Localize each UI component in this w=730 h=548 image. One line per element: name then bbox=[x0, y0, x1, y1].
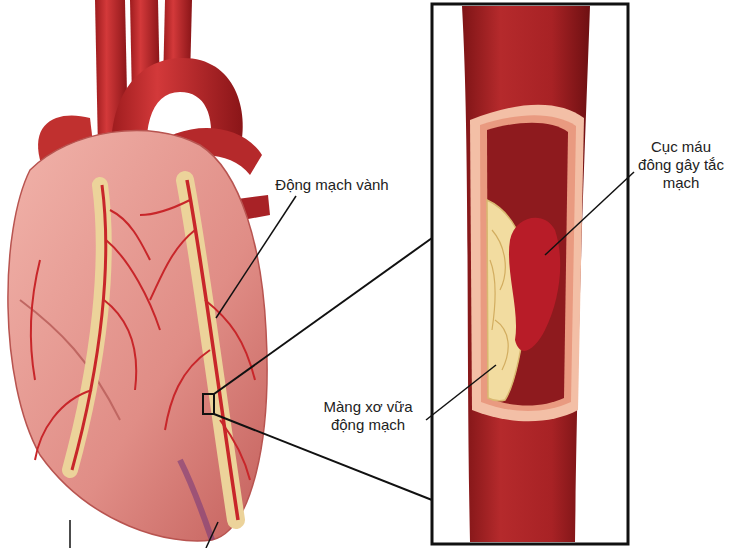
illustration-shape bbox=[70, 185, 104, 470]
artery-label: Cục máu đông gây tắc mạch bbox=[636, 138, 726, 192]
illustration-shape bbox=[470, 105, 584, 422]
illustration-shape bbox=[462, 6, 590, 542]
illustration-shape bbox=[8, 130, 267, 540]
leader-line bbox=[426, 365, 496, 420]
leader-line bbox=[216, 196, 296, 318]
illustration-shape bbox=[180, 460, 212, 540]
illustration-shape bbox=[432, 4, 628, 544]
illustration-shape bbox=[72, 185, 106, 470]
artery-label: Màng xơ vữa động mạch bbox=[312, 398, 424, 434]
illustration-shape bbox=[35, 210, 160, 460]
leader-line bbox=[545, 172, 634, 255]
illustration-shape bbox=[487, 123, 568, 406]
artery-label: Động mạch vành bbox=[262, 176, 402, 194]
illustration-shape bbox=[509, 218, 560, 351]
leader-line bbox=[206, 522, 218, 548]
leader-line bbox=[214, 238, 432, 394]
illustration-shape bbox=[140, 200, 255, 480]
illustration-shape bbox=[490, 230, 508, 370]
leader-line bbox=[69, 520, 71, 548]
illustration-shape bbox=[203, 394, 214, 414]
illustration-shape bbox=[31, 260, 40, 380]
